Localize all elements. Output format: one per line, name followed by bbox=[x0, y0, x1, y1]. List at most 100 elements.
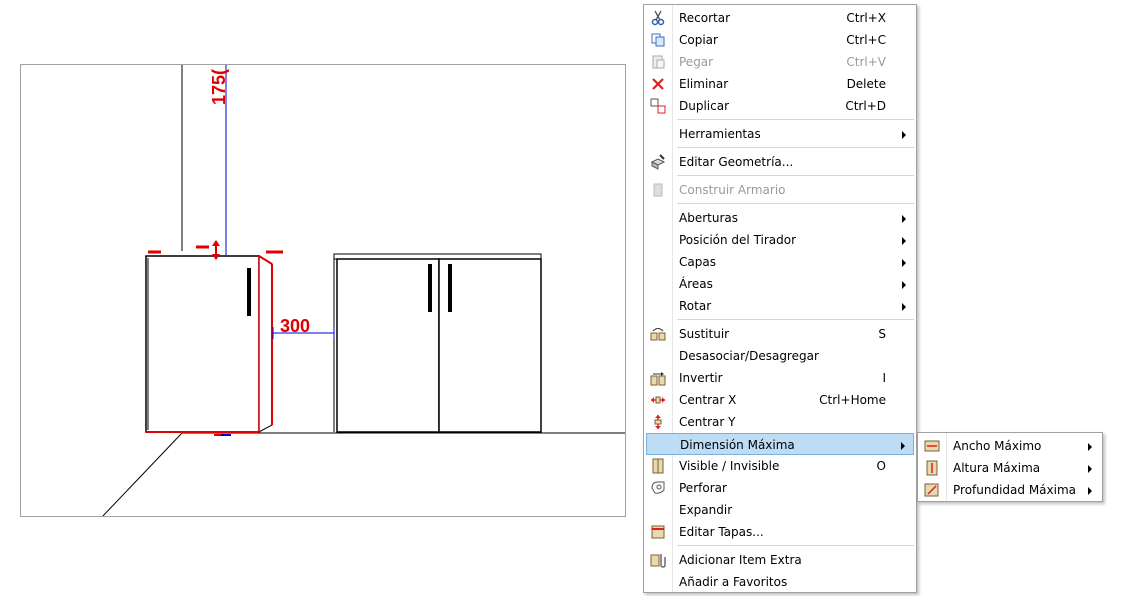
submenu-item-altura-maxima[interactable]: Altura Máxima bbox=[920, 457, 1100, 479]
menu-item-label: Centrar X bbox=[679, 393, 737, 407]
max-depth-icon bbox=[924, 482, 940, 498]
center-y-icon bbox=[650, 414, 666, 430]
menu-item-editar-tapas[interactable]: Editar Tapas... bbox=[646, 521, 914, 543]
menu-separator bbox=[677, 319, 914, 320]
menu-item-adicionar-item-extra[interactable]: Adicionar Item Extra bbox=[646, 549, 914, 571]
scene-drawing[interactable]: 300 175( bbox=[21, 65, 626, 517]
submenu-arrow-icon bbox=[902, 215, 906, 223]
spacing-dimension-label[interactable]: 300 bbox=[280, 316, 310, 336]
menu-item-label: Dimensión Máxima bbox=[680, 438, 795, 452]
menu-item-shortcut: O bbox=[876, 459, 886, 473]
menu-separator bbox=[677, 175, 914, 176]
menu-item-shortcut: Ctrl+V bbox=[846, 55, 886, 69]
drill-icon bbox=[650, 480, 666, 496]
menu-item-shortcut: I bbox=[882, 371, 886, 385]
menu-item-label: Adicionar Item Extra bbox=[679, 553, 802, 567]
submenu-arrow-icon bbox=[1088, 443, 1092, 451]
submenu-item-label: Profundidad Máxima bbox=[953, 483, 1077, 497]
selected-cabinet[interactable] bbox=[145, 240, 283, 436]
menu-item-centrar-y[interactable]: Centrar Y bbox=[646, 411, 914, 433]
menu-item-label: Perforar bbox=[679, 481, 727, 495]
menu-item-editar-geometria[interactable]: Editar Geometría... bbox=[646, 151, 914, 173]
menu-item-label: Rotar bbox=[679, 299, 712, 313]
copy-icon bbox=[650, 32, 666, 48]
scissors-icon bbox=[650, 10, 666, 26]
submenu-item-profundidad-maxima[interactable]: Profundidad Máxima bbox=[920, 479, 1100, 501]
menu-item-label: Construir Armario bbox=[679, 183, 786, 197]
floor-diagonal-line bbox=[102, 432, 183, 516]
submenu-arrow-icon bbox=[902, 131, 906, 139]
menu-separator bbox=[677, 119, 914, 120]
menu-item-capas[interactable]: Capas bbox=[646, 251, 914, 273]
submenu-item-ancho-maximo[interactable]: Ancho Máximo bbox=[920, 435, 1100, 457]
delete-icon bbox=[650, 76, 666, 92]
menu-item-shortcut: Ctrl+Home bbox=[819, 393, 886, 407]
menu-separator bbox=[677, 147, 914, 148]
menu-item-shortcut: Ctrl+X bbox=[846, 11, 886, 25]
double-cabinet[interactable] bbox=[333, 253, 542, 433]
paste-icon bbox=[650, 54, 666, 70]
menu-item-label: Eliminar bbox=[679, 77, 729, 91]
menu-item-duplicar[interactable]: Duplicar Ctrl+D bbox=[646, 95, 914, 117]
menu-item-label: Duplicar bbox=[679, 99, 730, 113]
replace-icon bbox=[650, 326, 666, 342]
menu-item-aberturas[interactable]: Aberturas bbox=[646, 207, 914, 229]
submenu-arrow-icon bbox=[902, 303, 906, 311]
invert-icon bbox=[650, 370, 666, 386]
menu-item-shortcut: S bbox=[878, 327, 886, 341]
submenu-arrow-icon bbox=[902, 237, 906, 245]
menu-item-label: Visible / Invisible bbox=[679, 459, 780, 473]
visibility-icon bbox=[650, 458, 666, 474]
menu-item-label: Invertir bbox=[679, 371, 723, 385]
menu-item-label: Áreas bbox=[679, 277, 713, 291]
menu-item-visible-invisible[interactable]: Visible / Invisible O bbox=[646, 455, 914, 477]
submenu-item-label: Altura Máxima bbox=[953, 461, 1041, 475]
menu-item-label: Copiar bbox=[679, 33, 718, 47]
submenu-arrow-icon bbox=[901, 442, 905, 450]
add-extra-item-icon bbox=[650, 552, 666, 568]
submenu-arrow-icon bbox=[1088, 487, 1092, 495]
menu-item-areas[interactable]: Áreas bbox=[646, 273, 914, 295]
menu-item-shortcut: Ctrl+C bbox=[846, 33, 886, 47]
menu-separator bbox=[677, 203, 914, 204]
height-dimension-label[interactable]: 175( bbox=[209, 69, 229, 105]
menu-item-label: Editar Geometría... bbox=[679, 155, 794, 169]
menu-separator bbox=[677, 545, 914, 546]
menu-item-recortar[interactable]: Recortar Ctrl+X bbox=[646, 7, 914, 29]
menu-item-label: Centrar Y bbox=[679, 415, 736, 429]
menu-item-dimension-maxima[interactable]: Dimensión Máxima bbox=[646, 433, 914, 455]
menu-item-perforar[interactable]: Perforar bbox=[646, 477, 914, 499]
menu-item-label: Editar Tapas... bbox=[679, 525, 764, 539]
menu-item-rotar[interactable]: Rotar bbox=[646, 295, 914, 317]
menu-item-desasociar-desagregar[interactable]: Desasociar/Desagregar bbox=[646, 345, 914, 367]
edit-geometry-icon bbox=[650, 154, 666, 170]
menu-item-centrar-x[interactable]: Centrar X Ctrl+Home bbox=[646, 389, 914, 411]
menu-item-label: Capas bbox=[679, 255, 716, 269]
center-x-icon bbox=[650, 392, 666, 408]
menu-item-herramientas[interactable]: Herramientas bbox=[646, 123, 914, 145]
menu-item-copiar[interactable]: Copiar Ctrl+C bbox=[646, 29, 914, 51]
menu-item-invertir[interactable]: Invertir I bbox=[646, 367, 914, 389]
submenu-arrow-icon bbox=[902, 281, 906, 289]
menu-item-label: Desasociar/Desagregar bbox=[679, 349, 819, 363]
menu-item-anadir-a-favoritos[interactable]: Añadir a Favoritos bbox=[646, 571, 914, 593]
menu-item-expandir[interactable]: Expandir bbox=[646, 499, 914, 521]
max-height-icon bbox=[924, 460, 940, 476]
build-cabinet-icon bbox=[650, 182, 666, 198]
menu-item-construir-armario[interactable]: Construir Armario bbox=[646, 179, 914, 201]
menu-item-label: Recortar bbox=[679, 11, 731, 25]
submenu-item-label: Ancho Máximo bbox=[953, 439, 1042, 453]
menu-item-label: Aberturas bbox=[679, 211, 738, 225]
menu-item-label: Añadir a Favoritos bbox=[679, 575, 788, 589]
menu-item-shortcut: Ctrl+D bbox=[845, 99, 886, 113]
menu-item-eliminar[interactable]: Eliminar Delete bbox=[646, 73, 914, 95]
submenu-arrow-icon bbox=[1088, 465, 1092, 473]
menu-item-label: Expandir bbox=[679, 503, 733, 517]
menu-item-shortcut: Delete bbox=[846, 77, 886, 91]
menu-item-posicion-del-tirador[interactable]: Posición del Tirador bbox=[646, 229, 914, 251]
design-viewport[interactable]: 300 175( bbox=[20, 64, 626, 517]
